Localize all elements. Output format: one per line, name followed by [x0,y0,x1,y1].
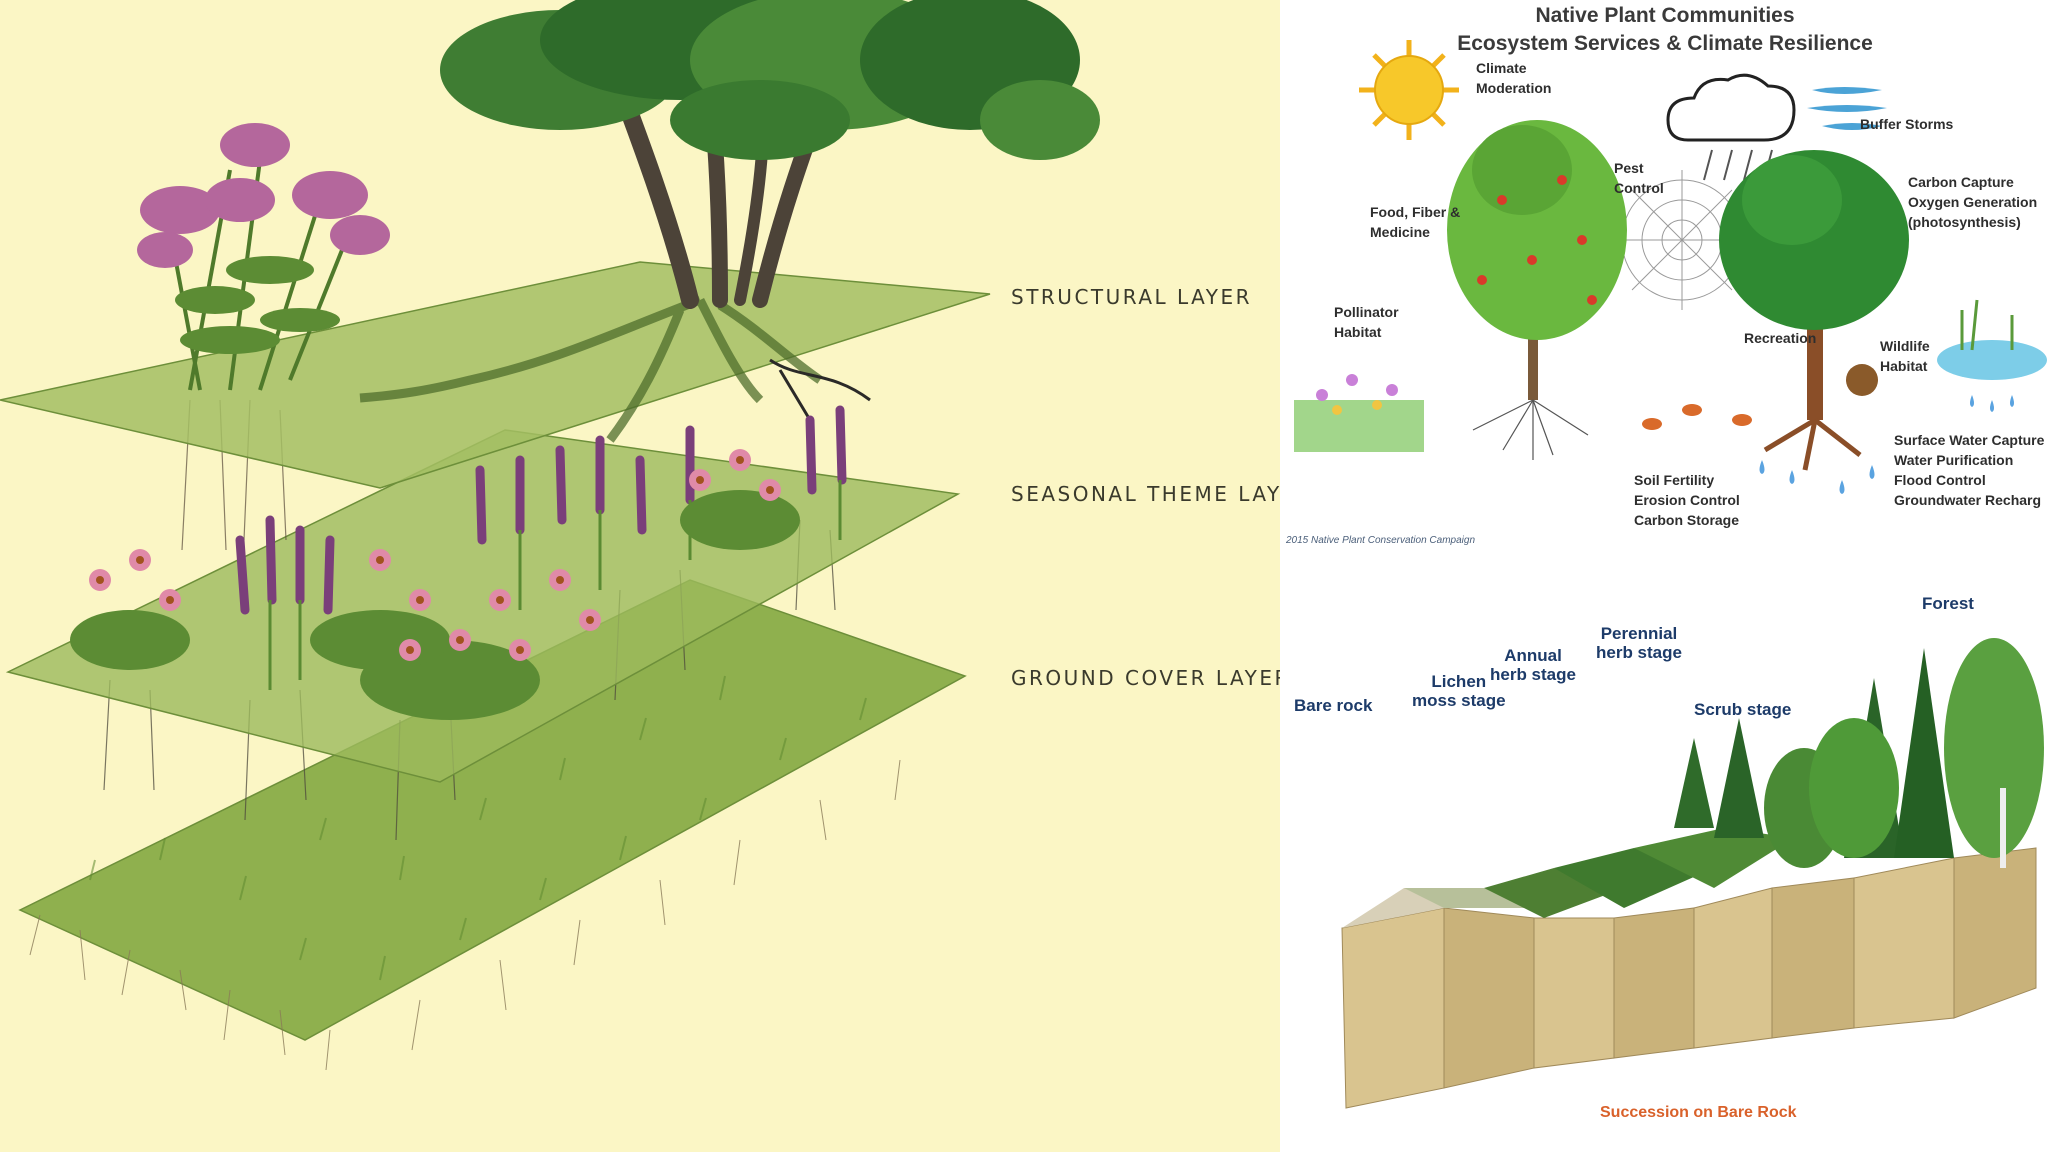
label-pollinator-habitat: Pollinator Habitat [1334,304,1399,340]
label-wildlife-habitat: Wildlife Habitat [1880,338,1930,374]
structural-roots [181,399,287,551]
services-illustration [1294,40,2047,494]
succession-caption: Succession on Bare Rock [1600,1104,1797,1121]
services-credit: 2015 Native Plant Conservation Campaign [1286,535,1475,546]
lichen-top [1404,888,1544,908]
stage-perennial-herb: Perennial herb stage [1596,624,1682,662]
succession-illustration [1341,638,2044,1109]
fallen-leaves-icon [1642,404,1752,430]
label-recreation: Recreation [1744,330,1817,346]
pond-icon [1937,299,2047,412]
coneflowers [70,449,800,720]
oak-tree-icon [1719,150,1909,494]
grass-texture [89,675,867,981]
label-pest-control: Pest Control [1614,160,1664,196]
wildflowers-icon [1294,374,1424,452]
liatris-flowers [235,405,847,615]
services-title-line1: Native Plant Communities [1535,4,1795,27]
tree-canopy [440,0,1100,160]
label-buffer-storms: Buffer Storms [1860,116,1954,132]
services-title-line2: Ecosystem Services & Climate Resilience [1457,32,1873,55]
label-climate-moderation: Climate Moderation [1476,60,1552,96]
ecosystem-services-diagram: Native Plant Communities Ecosystem Servi… [1282,0,2048,560]
storm-cloud-icon [1666,73,1887,181]
label-food-fiber: Food, Fiber & Medicine [1370,204,1461,240]
succession-diagram: Bare rock Lichen moss stage Annual herb … [1294,588,2048,1152]
stage-bare-rock: Bare rock [1294,696,1373,715]
tree-roots-below [769,358,871,421]
label-surface-water: Surface Water Capture Water Purification… [1894,432,2045,508]
bear-icon [1846,364,1878,396]
layers-illustration [0,0,1100,1071]
soil-blocks [1341,847,2037,1109]
sun-icon [1359,40,1459,140]
structural-layer-label: STRUCTURAL LAYER [1011,285,1253,309]
label-soil-fertility: Soil Fertility Erosion Control Carbon St… [1634,472,1740,528]
seasonal-theme-layer-label: SEASONAL THEME LAYE [1011,482,1280,506]
stage-forest: Forest [1922,594,1974,613]
scrub-top [1634,828,1794,888]
forest-trees [1809,638,2044,868]
stage-annual-herb: Annual herb stage [1490,646,1576,684]
stage-lichen-moss: Lichen moss stage [1412,672,1506,710]
fruit-tree-icon [1447,120,1627,460]
ground-cover-layer-label: GROUND COVER LAYER [1011,666,1280,690]
liatris-stems [268,480,842,690]
ground-roots [29,759,901,1071]
planting-layers-diagram: STRUCTURAL LAYER SEASONAL THEME LAYE GRO… [0,0,1280,1152]
tree-root-shadow [359,295,823,443]
joe-pye-weed [137,123,390,391]
stage-scrub: Scrub stage [1694,700,1792,719]
label-carbon-capture: Carbon Capture Oxygen Generation (photos… [1908,174,2038,230]
